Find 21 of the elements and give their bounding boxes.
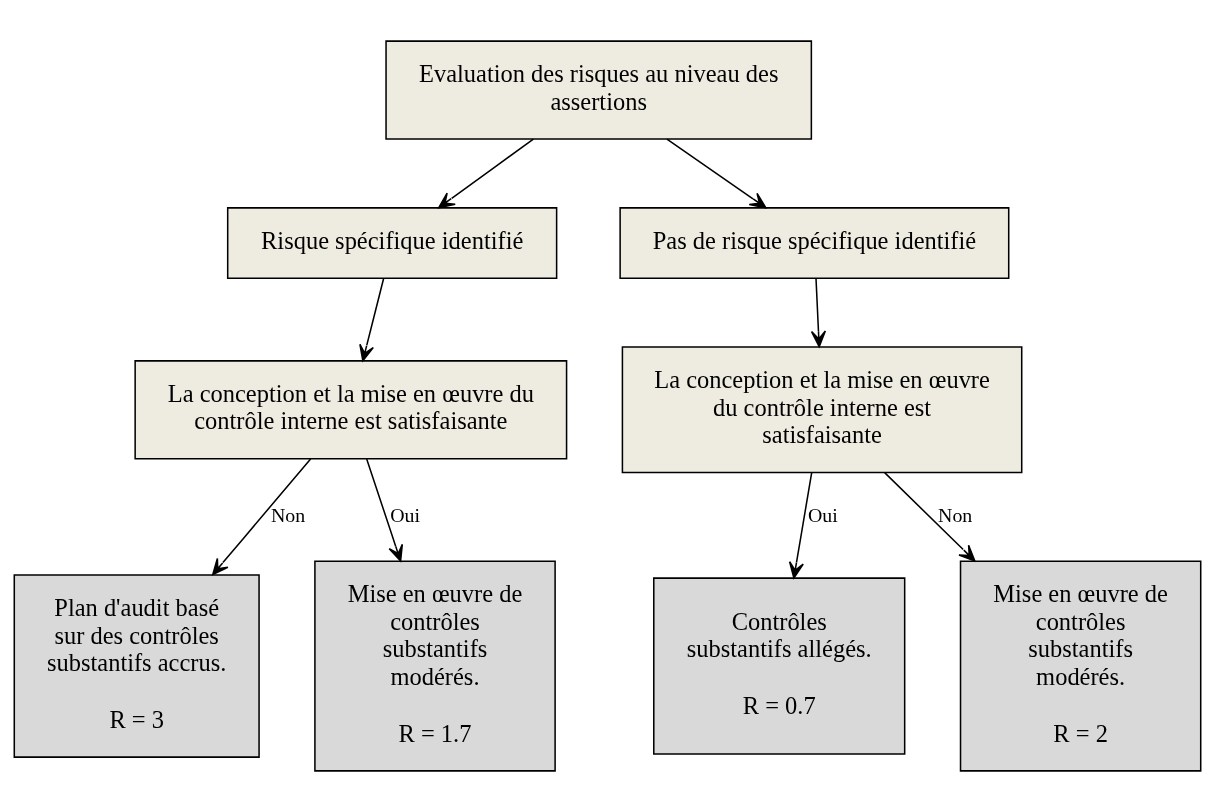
arrow bbox=[788, 471, 813, 579]
arrow bbox=[438, 137, 535, 208]
edge-label: Oui bbox=[390, 503, 421, 526]
edge-label: Non bbox=[938, 503, 973, 526]
node-box: Mise en œuvre de contrôles substantifs modérés. R = 2 bbox=[959, 560, 1202, 772]
arrow bbox=[365, 457, 404, 562]
arrow bbox=[666, 137, 767, 208]
arrow bbox=[359, 277, 385, 362]
node-box: La conception et la mise en œuvre du contrôle interne est satisfaisante bbox=[621, 345, 1023, 473]
node-box: Plan d'audit basé sur des contrôles substantifs accrus. R = 3 bbox=[13, 573, 260, 758]
node-box: Mise en œuvre de contrôles substantifs modérés. R = 1.7 bbox=[314, 560, 556, 772]
arrow bbox=[810, 277, 827, 347]
arrow bbox=[212, 457, 312, 575]
node-box: Risque spécifique identifié bbox=[226, 206, 558, 279]
arrow bbox=[883, 471, 976, 562]
node-box: Pas de risque spécifique identifié bbox=[619, 206, 1010, 279]
node-box: Contrôles substantifs allégés. R = 0.7 bbox=[653, 576, 906, 755]
edge-label: Oui bbox=[807, 503, 838, 526]
edge-label: Non bbox=[271, 503, 306, 526]
node-box: Evaluation des risques au niveau des assertions bbox=[385, 39, 813, 140]
node-box: La conception et la mise en œuvre du contrôle interne est satisfaisante bbox=[134, 359, 568, 460]
